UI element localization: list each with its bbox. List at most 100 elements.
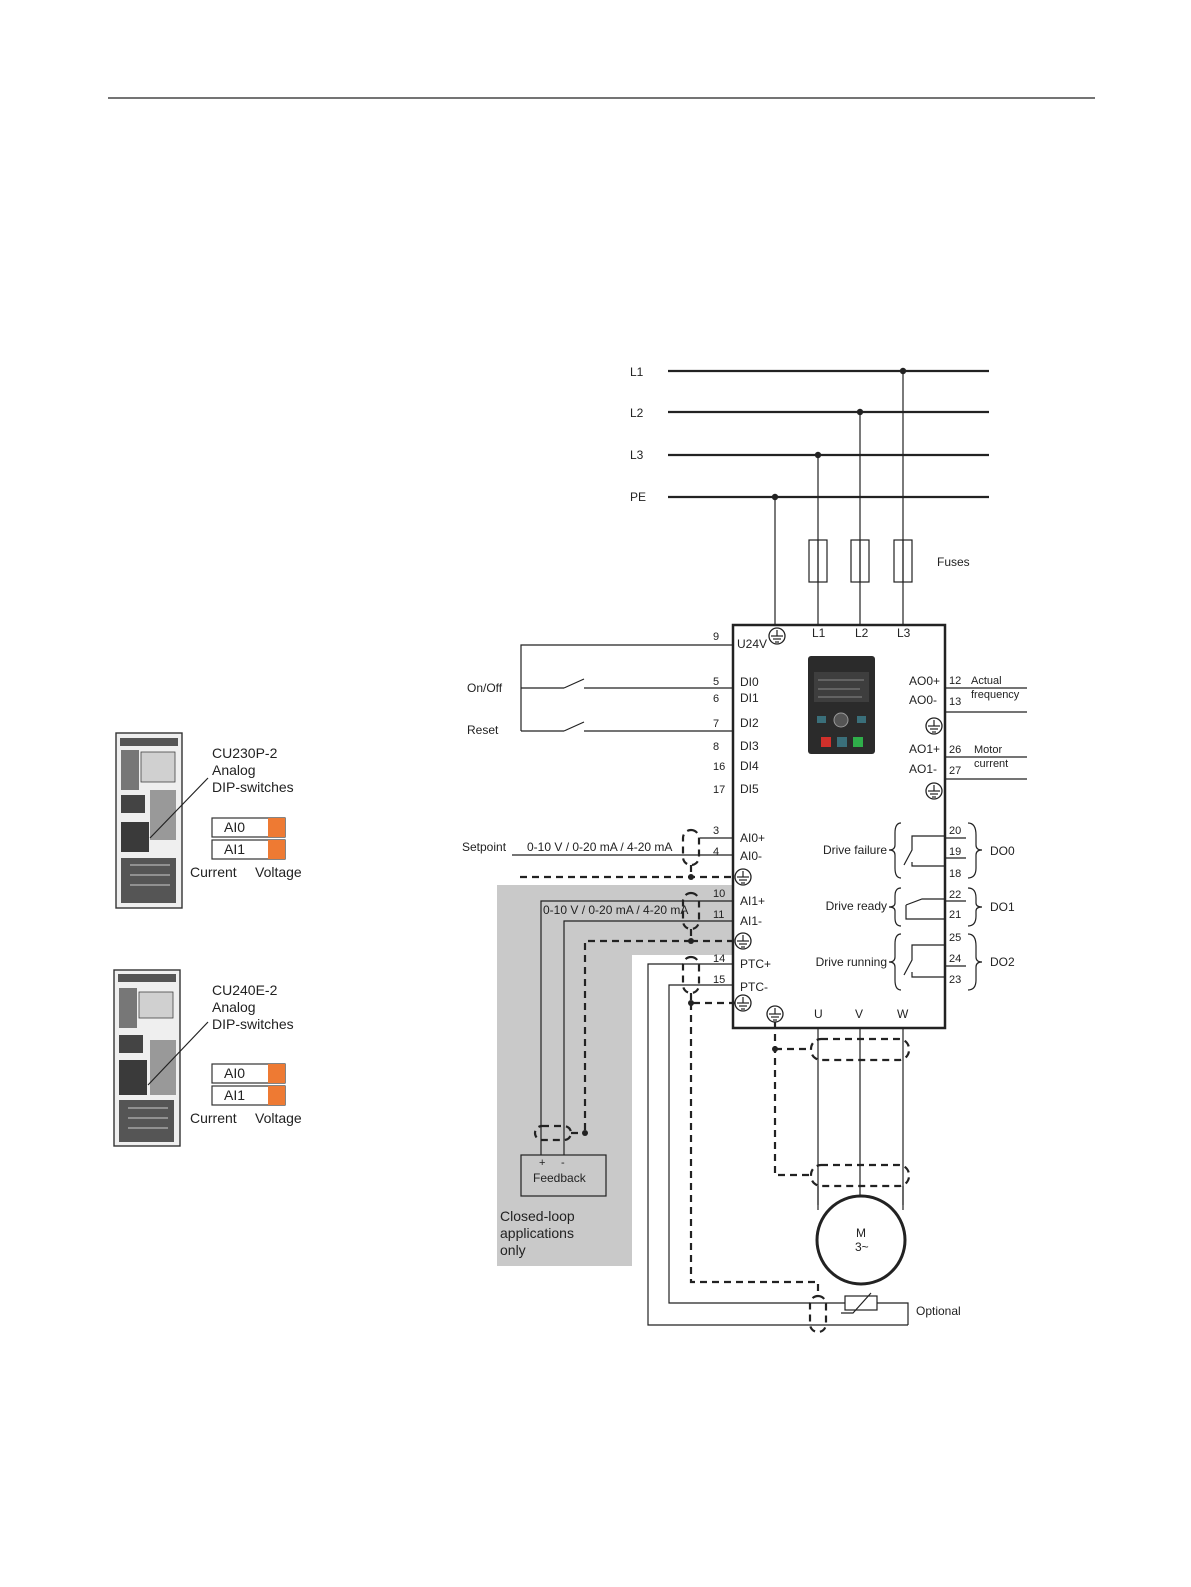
switch-lever-icon [268,818,285,837]
terminal-label-ao1m: AO1- [909,762,937,776]
terminal-label-ao1p: AO1+ [909,742,940,756]
label-setpoint-range: 0-10 V / 0-20 mA / 4-20 mA [527,840,672,854]
terminal-num-8: 8 [713,741,719,753]
cu230p2-current: Current [190,864,237,880]
supply-label-l2: L2 [630,406,644,420]
terminal-label-ai0p: AI0+ [740,831,765,845]
closed-loop-note-2: applications [500,1225,574,1241]
terminal-num-4: 4 [713,846,719,858]
ground-icon [766,1005,784,1023]
left-terminals: 9 5 6 7 8 16 17 3 4 10 11 14 15 On/Off R… [462,631,961,1334]
terminal-num-19: 19 [949,846,961,858]
cu230p2-panel: CU230P-2 Analog DIP-switches AI0 AI1 Cur… [115,732,302,909]
label-on-off: On/Off [467,681,503,695]
feedback-plus: + [539,1157,545,1169]
terminal-num-7: 7 [713,718,719,730]
cu240e2-panel: CU240E-2 Analog DIP-switches AI0 AI1 Cur… [113,969,302,1147]
terminal-num-21: 21 [949,909,961,921]
relay-name-running: Drive running [816,955,887,969]
terminal-num-10: 10 [713,888,725,900]
cu230p2-voltage: Voltage [255,864,302,880]
ground-icon [734,994,752,1012]
wire-ai1-plus [540,900,733,1155]
terminal-num-24: 24 [949,953,961,965]
terminal-num-14: 14 [713,953,725,965]
relay-group-do0: DO0 [990,844,1015,858]
wire-ai1-minus [563,920,733,1155]
terminal-num-6: 6 [713,693,719,705]
motor-section: M 3~ [772,1022,911,1286]
switch-on-off [521,678,733,689]
shield-ptc [681,955,701,995]
fuses-label: Fuses [937,555,970,569]
inverter-terminal-w: W [897,1007,909,1021]
cu240e2-title-1: CU240E-2 [212,982,278,998]
terminal-num-20: 20 [949,825,961,837]
shield-ai1 [681,891,701,931]
terminal-num-16: 16 [713,761,725,773]
shield-ptc-motor [808,1294,828,1334]
cu230p2-switch-ai1-label: AI1 [224,841,245,857]
terminal-num-13: 13 [949,696,961,708]
relay-group-do1: DO1 [990,900,1015,914]
label-reset: Reset [467,723,499,737]
shield-feedback [533,1124,573,1142]
right-terminals: 12 13 26 27 Actual frequency Motor curre… [946,675,1027,991]
terminal-label-ai0m: AI0- [740,849,762,863]
terminal-label-di0: DI0 [740,675,759,689]
stop-button-icon [821,737,831,747]
ground-icon [925,782,943,800]
relay-drive-ready: Drive ready [826,887,946,927]
relay-name-failure: Drive failure [823,843,887,857]
shield-wire-ai1 [583,939,691,1133]
ground-icon [768,627,786,645]
motor-shield-ground [773,1022,811,1177]
motor-cable-shield-bottom [809,1163,911,1188]
terminal-label-ai1m: AI1- [740,914,762,928]
terminal-label-u24v: U24V [737,637,767,651]
label-ai1-range: 0-10 V / 0-20 mA / 4-20 mA [543,903,688,917]
terminal-num-17: 17 [713,784,725,796]
cu240e2-title-2: Analog [212,999,256,1015]
label-optional: Optional [916,1304,961,1318]
closed-loop-note-1: Closed-loop [500,1208,575,1224]
start-button-icon [853,737,863,747]
ao1-desc-2: current [974,758,1008,770]
cu230p2-title-2: Analog [212,762,256,778]
terminal-label-ptcp: PTC+ [740,957,771,971]
cu230p2-title-3: DIP-switches [212,779,294,795]
supply-lines: L1 L2 L3 PE Fuses [630,365,989,628]
inverter-terminal-l1: L1 [812,626,826,640]
inverter: L1 L2 L3 U V W [731,623,947,1030]
switch-lever-icon [268,840,285,859]
terminal-label-ao0p: AO0+ [909,674,940,688]
inverter-terminal-v: V [855,1007,863,1021]
inverter-terminal-u: U [814,1007,823,1021]
terminal-label-ao0m: AO0- [909,693,937,707]
terminal-label-ai1p: AI1+ [740,894,765,908]
relay-drive-running: Drive running [816,933,946,991]
relay-name-ready: Drive ready [826,899,887,913]
cu230p2-switch-ai0-label: AI0 [224,819,245,835]
feedback-box [520,1154,607,1197]
switch-lever-icon [268,1064,285,1083]
motor-label-m: M [856,1226,866,1240]
supply-label-l1: L1 [630,365,644,379]
terminal-num-18: 18 [949,868,961,880]
switch-reset [521,721,733,732]
cu240e2-switch-ai0-label: AI0 [224,1065,245,1081]
motor-label-phases: 3~ [855,1240,869,1254]
motor-cable-shield-top [809,1037,911,1062]
ground-icon [734,932,752,950]
feedback-minus: - [561,1157,565,1169]
cu230p2-title-1: CU230P-2 [212,745,278,761]
terminal-num-22: 22 [949,889,961,901]
switch-lever-icon [268,1086,285,1105]
motor-icon [815,1194,907,1286]
terminal-num-26: 26 [949,744,961,756]
terminal-num-27: 27 [949,765,961,777]
ao0-desc-2: frequency [971,689,1020,701]
label-setpoint: Setpoint [462,840,507,854]
cu240e2-voltage: Voltage [255,1110,302,1126]
